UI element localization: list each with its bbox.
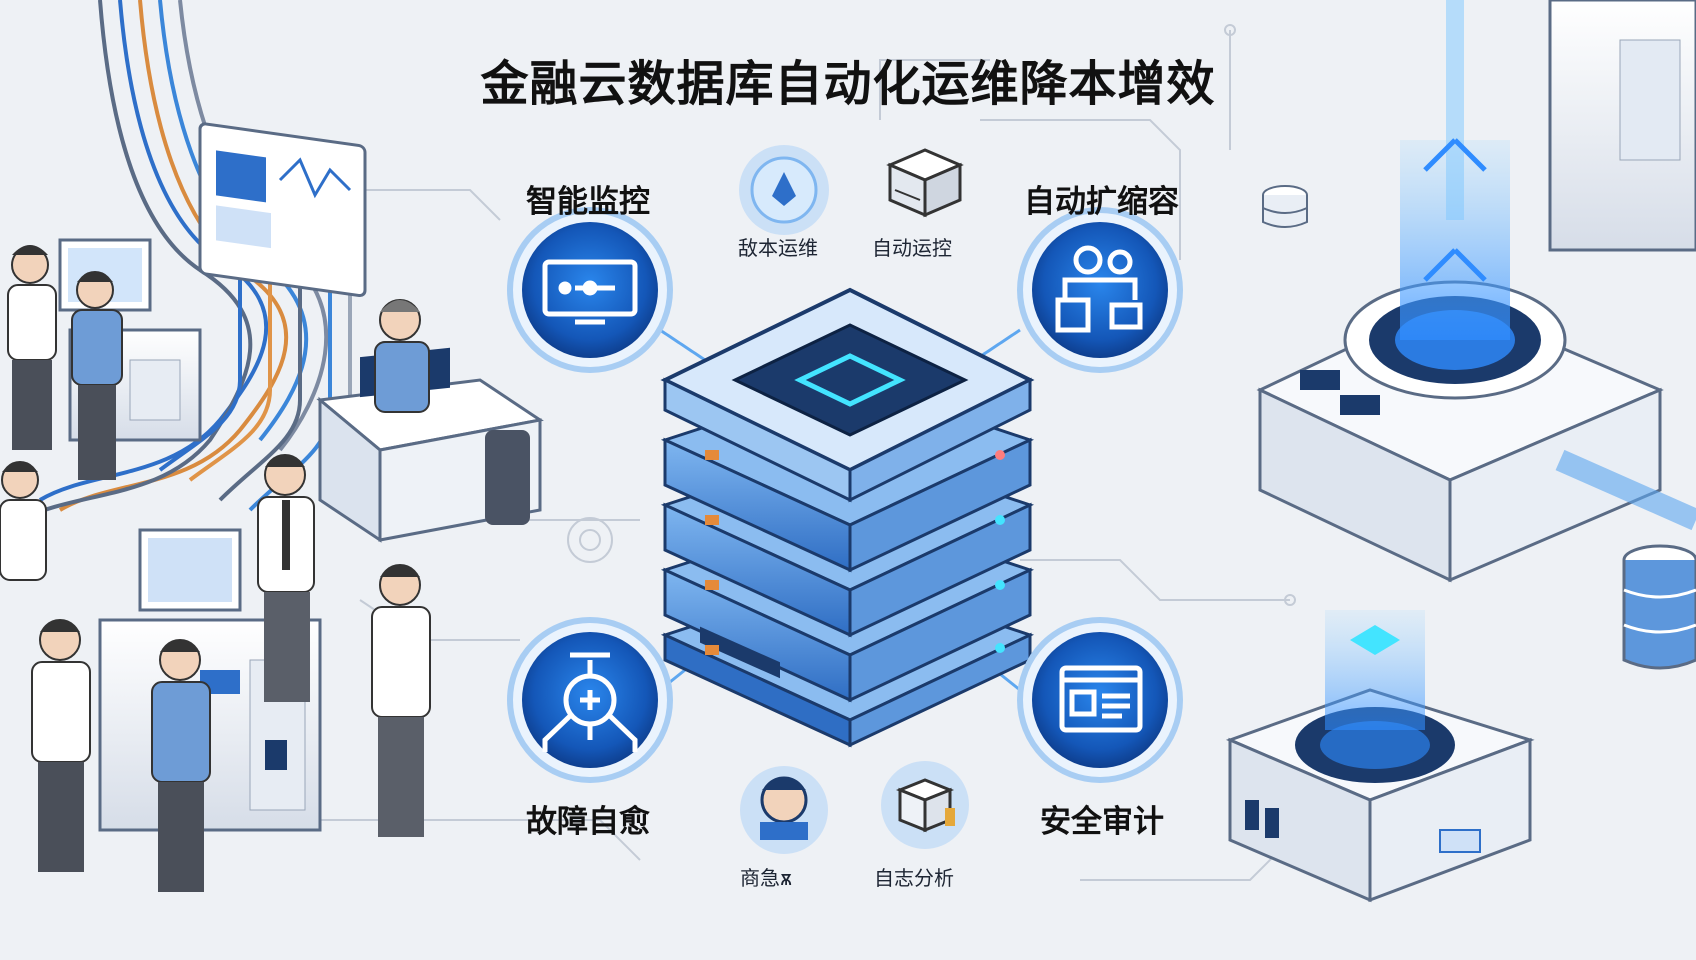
person-3 xyxy=(374,299,430,413)
label-ops: 敌本运维 xyxy=(738,236,818,260)
person-6 xyxy=(371,564,431,837)
mini-icon-emergency xyxy=(740,766,828,854)
label-autoops: 自动运控 xyxy=(872,236,952,260)
label-log-analysis: 自志分析 xyxy=(874,866,954,890)
feature-circle-monitoring xyxy=(507,207,673,373)
right-small-db-icon xyxy=(1262,185,1308,228)
mini-icon-log-analysis xyxy=(881,761,969,849)
label-emergency: 商急ѫ xyxy=(740,866,793,890)
label-monitoring: 智能监控 xyxy=(526,184,650,220)
right-top-machine xyxy=(1256,0,1696,583)
feature-circle-selfheal xyxy=(507,617,673,783)
person-1 xyxy=(7,245,57,450)
mini-icon-autoops xyxy=(886,148,964,218)
person-2 xyxy=(71,271,123,480)
label-autoscale: 自动扩缩容 xyxy=(1024,184,1179,220)
page-title: 金融云数据库自动化运维降本增效 xyxy=(480,56,1216,112)
central-server-stack xyxy=(660,287,1035,748)
person-4 xyxy=(0,461,47,581)
label-audit: 安全审计 xyxy=(1040,804,1164,840)
person-7 xyxy=(31,619,91,872)
audit-document-icon xyxy=(1059,665,1143,733)
healing-network-icon xyxy=(542,652,638,752)
feature-circle-autoscale xyxy=(1017,207,1183,373)
right-bottom-machine xyxy=(1225,610,1535,903)
wall-monitor-panel xyxy=(198,122,367,298)
person-5 xyxy=(257,454,315,702)
label-selfheal: 故障自愈 xyxy=(526,804,650,840)
people-group xyxy=(0,245,431,892)
scaling-users-icon xyxy=(1055,245,1143,333)
right-database-cylinder xyxy=(1622,544,1696,670)
monitor-icon xyxy=(542,259,638,325)
mini-icon-ops xyxy=(739,145,829,235)
server-top xyxy=(660,287,1035,503)
person-8 xyxy=(151,639,211,892)
server-indicator-lights xyxy=(705,450,1005,655)
feature-circle-audit xyxy=(1017,617,1183,783)
